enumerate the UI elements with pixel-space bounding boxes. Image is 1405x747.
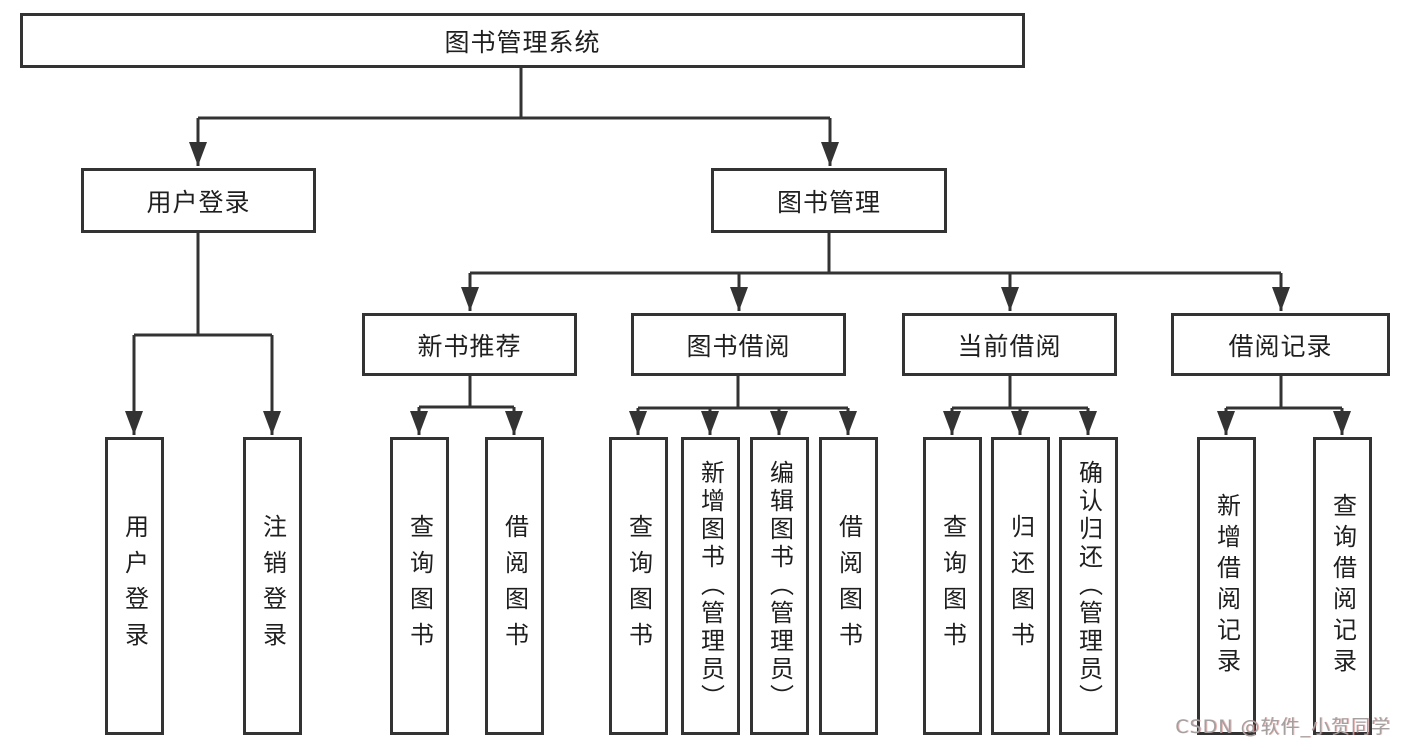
leaf-query-books-current: 查询图书 [923,437,982,735]
csdn-watermark: CSDN @软件_小贺同学 [1175,716,1391,738]
node-label: 编辑图书（管理员） [765,460,794,712]
node-book-borrowing: 图书借阅 [631,313,846,376]
node-library-management-system: 图书管理系统 [20,13,1025,68]
node-user-login-branch: 用户登录 [81,168,316,233]
node-label: 图书借阅 [686,331,791,361]
leaf-return-books: 归还图书 [991,437,1050,735]
node-label: 图书管理 [776,187,881,217]
leaf-query-books-newbook: 查询图书 [390,437,449,735]
leaf-edit-books-admin: 编辑图书（管理员） [750,437,809,735]
node-label: 用户登录 [146,187,251,217]
leaf-logout: 注销登录 [243,437,302,735]
node-loan-records: 借阅记录 [1171,313,1390,376]
node-label: 借阅图书 [500,514,529,658]
leaf-query-loan-record: 查询借阅记录 [1313,437,1372,735]
leaf-borrow-books-newbook: 借阅图书 [485,437,544,735]
node-label: 注销登录 [258,514,287,658]
node-label: 查询借阅记录 [1328,493,1357,679]
node-label: 新增借阅记录 [1212,493,1241,679]
node-label: 借阅图书 [834,514,863,658]
leaf-confirm-return-admin: 确认归还（管理员） [1059,437,1118,735]
node-label: 借阅记录 [1228,331,1333,361]
node-label: 新书推荐 [417,331,522,361]
connector-trunks [134,68,1342,410]
node-label: 查询图书 [624,514,653,658]
node-label: 图书管理系统 [444,27,601,57]
leaf-add-books-admin: 新增图书（管理员） [681,437,740,735]
node-book-management-branch: 图书管理 [711,168,947,233]
leaf-add-loan-record: 新增借阅记录 [1197,437,1256,735]
node-label: 查询图书 [405,514,434,658]
node-label: 归还图书 [1006,514,1035,658]
node-label: 查询图书 [938,514,967,658]
node-new-book-recommend: 新书推荐 [362,313,577,376]
node-label: 确认归还（管理员） [1074,460,1103,712]
node-current-loans: 当前借阅 [902,313,1117,376]
node-label: 新增图书（管理员） [696,460,725,712]
leaf-user-login: 用户登录 [105,437,164,735]
leaf-borrow-books-borrowing: 借阅图书 [819,437,878,735]
leaf-query-books-borrowing: 查询图书 [609,437,668,735]
node-label: 用户登录 [120,514,149,658]
node-label: 当前借阅 [957,331,1062,361]
